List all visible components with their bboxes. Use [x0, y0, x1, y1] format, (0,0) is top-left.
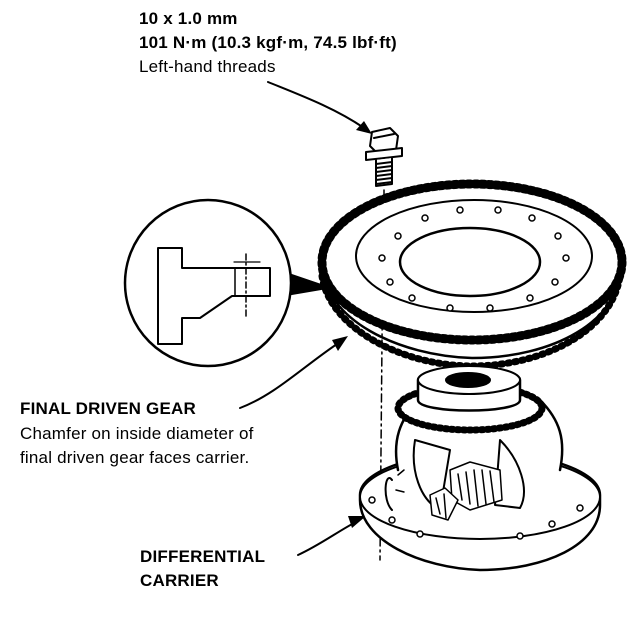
- final-driven-gear-desc-line2: final driven gear faces carrier.: [20, 448, 250, 467]
- bolt-thread-note: Left-hand threads: [139, 57, 276, 76]
- bolt-leader-arrow: [267, 81, 372, 134]
- bolt: [365, 127, 403, 187]
- final-driven-gear-desc-line1: Chamfer on inside diameter of: [20, 424, 254, 443]
- chamfer-detail-circle: [123, 198, 293, 368]
- differential-carrier-label-line1: DIFFERENTIAL: [140, 547, 266, 566]
- pinion-gears: [429, 461, 503, 521]
- bolt-size-label: 10 x 1.0 mm: [139, 9, 238, 28]
- gear-leader-arrow: [239, 336, 348, 409]
- final-driven-gear-ring: [317, 179, 627, 370]
- differential-carrier-body: [358, 365, 602, 572]
- differential-carrier-label-line2: CARRIER: [140, 571, 219, 590]
- carrier-leader-arrow: [297, 516, 366, 556]
- final-driven-gear-title: FINAL DRIVEN GEAR: [20, 399, 196, 418]
- bolt-torque-label: 101 N·m (10.3 kgf·m, 74.5 lbf·ft): [139, 33, 397, 52]
